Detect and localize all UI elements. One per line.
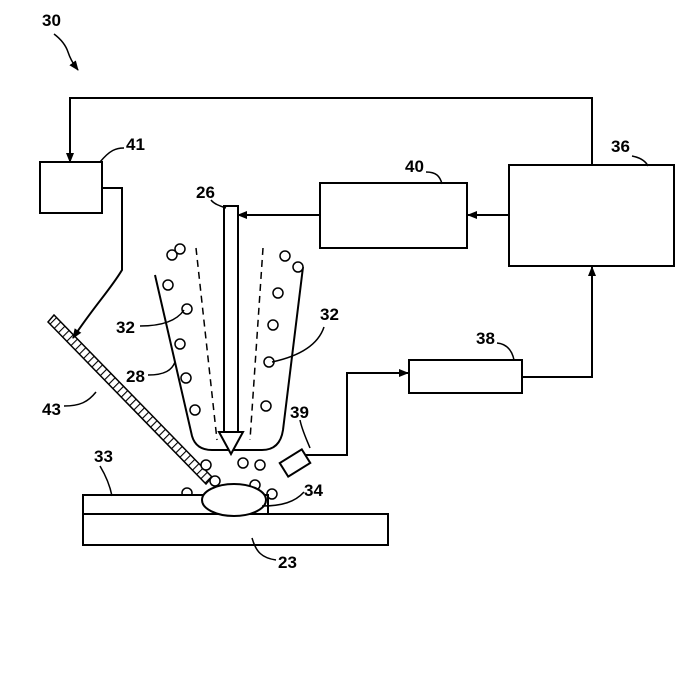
leader-32-right <box>272 327 324 362</box>
line-38-to-36 <box>522 267 592 377</box>
wire-feed-43 <box>48 315 212 484</box>
label-41: 41 <box>126 135 145 154</box>
powder-particles-right <box>261 251 303 411</box>
box-38 <box>409 360 522 393</box>
label-36: 36 <box>611 137 630 156</box>
label-43: 43 <box>42 400 61 419</box>
leader-41 <box>100 148 124 162</box>
melt-pool-34 <box>202 484 266 516</box>
label-23: 23 <box>278 553 297 572</box>
label-30: 30 <box>42 11 61 30</box>
leader-38 <box>497 343 514 360</box>
label-28: 28 <box>126 367 145 386</box>
box-36 <box>509 165 674 266</box>
label-26: 26 <box>196 183 215 202</box>
sensor-39 <box>280 449 311 476</box>
label-32-right: 32 <box>320 305 339 324</box>
label-39: 39 <box>290 403 309 422</box>
label-32-left: 32 <box>116 318 135 337</box>
leader-43 <box>64 392 96 406</box>
electrode-26 <box>224 206 238 433</box>
line-39-to-38 <box>306 373 408 455</box>
box-41 <box>40 162 102 213</box>
label-38: 38 <box>476 329 495 348</box>
figure-pointer-arrow <box>54 34 78 70</box>
nozzle-inner-dashed-right <box>250 248 263 440</box>
label-33: 33 <box>94 447 113 466</box>
leader-28 <box>148 362 175 375</box>
line-36-to-41 <box>70 98 592 165</box>
leader-39 <box>300 420 310 448</box>
label-40: 40 <box>405 157 424 176</box>
substrate-23 <box>83 514 388 545</box>
box-40 <box>320 183 467 248</box>
leader-33 <box>100 466 112 496</box>
label-34: 34 <box>304 481 323 500</box>
leader-32-left <box>140 310 184 326</box>
